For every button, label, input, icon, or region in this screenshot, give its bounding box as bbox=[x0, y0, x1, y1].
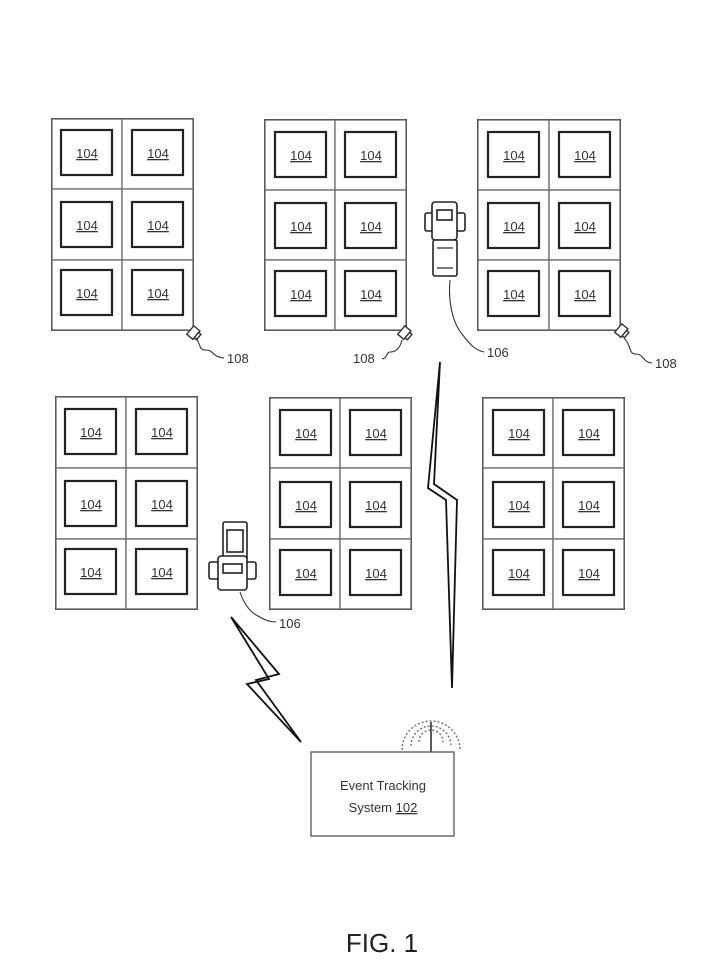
bin-label: 104 bbox=[80, 565, 102, 580]
bin-label: 104 bbox=[295, 498, 317, 513]
bin-label: 104 bbox=[574, 219, 596, 234]
bin-label: 104 bbox=[290, 287, 312, 302]
ets-system-word: System bbox=[349, 800, 396, 815]
bin-label: 104 bbox=[76, 146, 98, 161]
vehicle-ref-label: 106 bbox=[487, 345, 509, 360]
bin-label: 104 bbox=[508, 498, 530, 513]
bin-label: 104 bbox=[295, 566, 317, 581]
bin-label: 104 bbox=[503, 219, 525, 234]
bin-label: 104 bbox=[508, 426, 530, 441]
bin-label: 104 bbox=[147, 146, 169, 161]
forklift-icon bbox=[209, 522, 256, 590]
sensor-ref-label: 108 bbox=[655, 356, 677, 371]
bin-label: 104 bbox=[508, 566, 530, 581]
sensor-3: 108 bbox=[615, 324, 677, 371]
bin-label: 104 bbox=[147, 218, 169, 233]
bin-label: 104 bbox=[76, 286, 98, 301]
storage-rack-2: 104 104 104 104 104 104 bbox=[265, 120, 406, 330]
bin-label: 104 bbox=[360, 287, 382, 302]
wireless-link-lightning-icon bbox=[428, 362, 457, 688]
ets-title: Event Tracking bbox=[340, 778, 426, 793]
bin-label: 104 bbox=[151, 497, 173, 512]
ets-subtitle: System 102 bbox=[349, 800, 418, 815]
bin-label: 104 bbox=[574, 287, 596, 302]
event-tracking-system-box bbox=[311, 752, 454, 836]
sensor-2: 108 bbox=[353, 326, 413, 366]
bin-label: 104 bbox=[80, 497, 102, 512]
forklift-icon bbox=[425, 202, 465, 276]
bin-label: 104 bbox=[290, 148, 312, 163]
storage-rack-5: 104 104 104 104 104 104 bbox=[270, 398, 411, 609]
bin-label: 104 bbox=[578, 498, 600, 513]
sensor-ref-label: 108 bbox=[353, 351, 375, 366]
sensor-1: 108 bbox=[187, 326, 249, 366]
bin-label: 104 bbox=[360, 219, 382, 234]
figure-caption: FIG. 1 bbox=[346, 928, 418, 958]
bin-label: 104 bbox=[151, 565, 173, 580]
bin-label: 104 bbox=[365, 498, 387, 513]
storage-rack-6: 104 104 104 104 104 104 bbox=[483, 398, 624, 609]
bin-label: 104 bbox=[578, 566, 600, 581]
ets-ref-label: 102 bbox=[396, 800, 418, 815]
bin-label: 104 bbox=[147, 286, 169, 301]
wireless-link-lightning-icon bbox=[231, 617, 301, 742]
bin-label: 104 bbox=[503, 287, 525, 302]
storage-rack-4: 104 104 104 104 104 104 bbox=[56, 397, 197, 609]
bin-label: 104 bbox=[80, 425, 102, 440]
storage-rack-1: 104 104 104 104 104 104 bbox=[52, 119, 193, 330]
bin-label: 104 bbox=[574, 148, 596, 163]
antenna-signal-icon bbox=[402, 721, 460, 752]
bin-label: 104 bbox=[503, 148, 525, 163]
bin-label: 104 bbox=[360, 148, 382, 163]
event-tracking-system: Event Tracking System 102 bbox=[311, 721, 460, 836]
bin-label: 104 bbox=[76, 218, 98, 233]
bin-label: 104 bbox=[365, 566, 387, 581]
sensor-ref-label: 108 bbox=[227, 351, 249, 366]
bin-label: 104 bbox=[290, 219, 312, 234]
bin-label: 104 bbox=[365, 426, 387, 441]
storage-rack-3: 104 104 104 104 104 104 bbox=[478, 120, 620, 330]
bin-label: 104 bbox=[151, 425, 173, 440]
bin-label: 104 bbox=[295, 426, 317, 441]
bin-label: 104 bbox=[578, 426, 600, 441]
vehicle-ref-label: 106 bbox=[279, 616, 301, 631]
